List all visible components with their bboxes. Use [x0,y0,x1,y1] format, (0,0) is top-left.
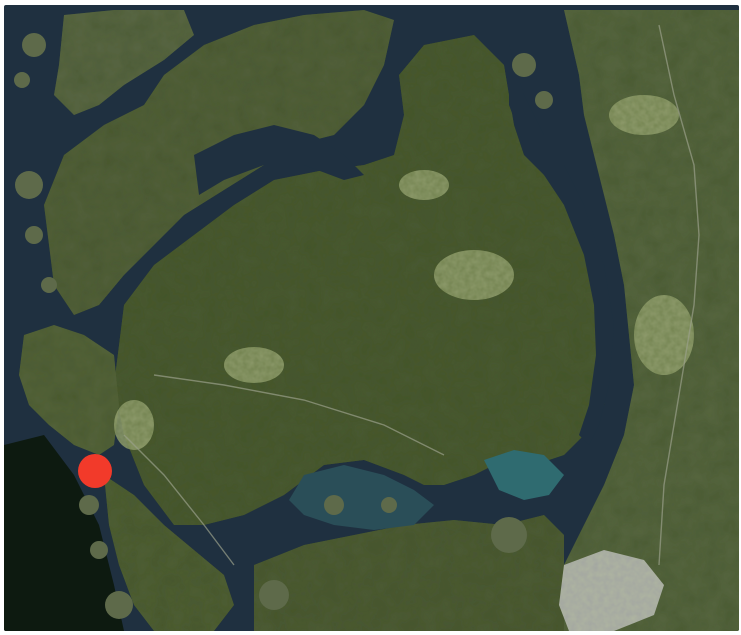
fjord-north [194,125,364,195]
island [25,226,43,244]
island [512,53,536,77]
road [658,24,700,566]
island [22,33,46,57]
field-patch [399,170,449,200]
island [259,580,289,610]
southwest-land [104,475,234,631]
island [79,495,99,515]
island [381,497,397,513]
island [324,495,344,515]
urban-area [559,550,664,631]
south-land [254,515,564,631]
inner-bay [484,450,564,500]
west-coast-land [19,325,119,455]
satellite-map[interactable] [4,5,739,631]
island [90,541,108,559]
island [41,277,57,293]
road [153,374,445,456]
south-sound [289,465,434,530]
island [535,91,553,109]
field-patch [634,295,694,375]
open-sea-dark [4,435,124,631]
island [105,591,133,619]
road [123,434,235,566]
location-dot-icon[interactable] [78,454,112,488]
island [14,72,30,88]
island [491,517,527,553]
northwest-coast [54,10,194,115]
island [15,171,43,199]
field-patch [114,400,154,450]
field-patch [609,95,679,135]
fjord-channel-east [509,45,614,445]
peninsula-land [114,35,609,525]
islands [14,33,553,619]
field-patch [434,250,514,300]
field-patch [224,347,284,383]
